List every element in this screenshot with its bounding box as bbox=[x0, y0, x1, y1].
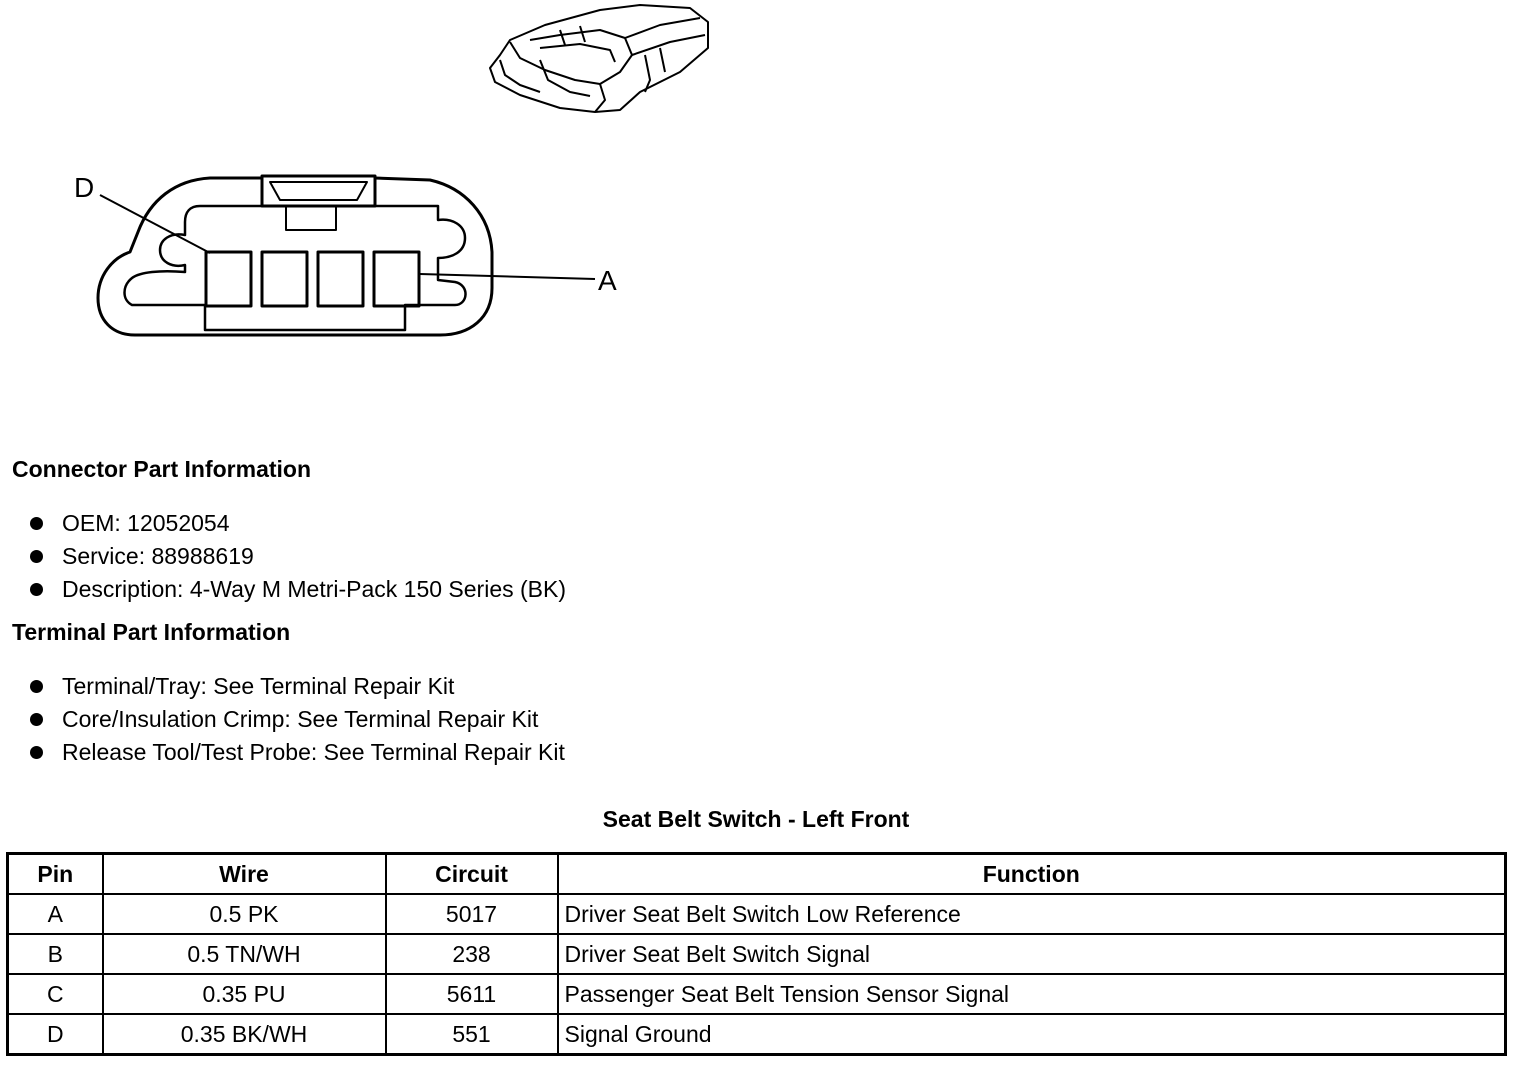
table-row: D 0.35 BK/WH 551 Signal Ground bbox=[6, 1013, 1507, 1056]
list-item: Description: 4-Way M Metri-Pack 150 Seri… bbox=[30, 573, 566, 606]
circuit-cell: 238 bbox=[384, 933, 559, 975]
table-row: B 0.5 TN/WH 238 Driver Seat Belt Switch … bbox=[6, 933, 1507, 975]
column-header-wire: Wire bbox=[101, 852, 387, 895]
pin-cell: A bbox=[6, 893, 104, 935]
pin-cell: C bbox=[6, 973, 104, 1015]
list-item: Core/Insulation Crimp: See Terminal Repa… bbox=[30, 703, 565, 736]
bullet-icon bbox=[30, 713, 43, 726]
function-cell: Driver Seat Belt Switch Signal bbox=[556, 933, 1507, 975]
bullet-icon bbox=[30, 746, 43, 759]
function-cell: Signal Ground bbox=[556, 1013, 1507, 1056]
connector-part-info-heading: Connector Part Information bbox=[12, 456, 312, 482]
table-title: Seat Belt Switch - Left Front bbox=[602, 806, 910, 832]
pin-cell: D bbox=[6, 1013, 104, 1056]
list-item: OEM: 12052054 bbox=[30, 507, 566, 540]
function-cell: Driver Seat Belt Switch Low Reference bbox=[556, 893, 1507, 935]
list-item: Service: 88988619 bbox=[30, 540, 566, 573]
terminal-part-info-heading: Terminal Part Information bbox=[12, 619, 291, 645]
wire-cell: 0.35 BK/WH bbox=[101, 1013, 387, 1056]
column-header-pin: Pin bbox=[6, 852, 104, 895]
circuit-cell: 551 bbox=[384, 1013, 559, 1056]
column-header-circuit: Circuit bbox=[384, 852, 559, 895]
bullet-icon bbox=[30, 583, 43, 596]
list-item: Release Tool/Test Probe: See Terminal Re… bbox=[30, 736, 565, 769]
wire-cell: 0.35 PU bbox=[101, 973, 387, 1015]
table-header-row: Pin Wire Circuit Function bbox=[6, 852, 1507, 895]
list-item: Terminal/Tray: See Terminal Repair Kit bbox=[30, 670, 565, 703]
connector-3d-view bbox=[489, 4, 709, 113]
column-header-function: Function bbox=[556, 852, 1507, 895]
pin-cell: B bbox=[6, 933, 104, 975]
pin-d-callout: D bbox=[74, 172, 94, 203]
terminal-part-info-list: Terminal/Tray: See Terminal Repair Kit C… bbox=[30, 670, 565, 769]
connector-face-view bbox=[96, 174, 596, 337]
function-cell: Passenger Seat Belt Tension Sensor Signa… bbox=[556, 973, 1507, 1015]
circuit-cell: 5017 bbox=[384, 893, 559, 935]
pinout-table: Pin Wire Circuit Function A 0.5 PK 5017 … bbox=[6, 852, 1507, 1056]
pin-a-callout: A bbox=[598, 265, 617, 296]
table-row: A 0.5 PK 5017 Driver Seat Belt Switch Lo… bbox=[6, 893, 1507, 935]
bullet-icon bbox=[30, 680, 43, 693]
circuit-cell: 5611 bbox=[384, 973, 559, 1015]
bullet-icon bbox=[30, 550, 43, 563]
wire-cell: 0.5 PK bbox=[101, 893, 387, 935]
bullet-icon bbox=[30, 517, 43, 530]
wire-cell: 0.5 TN/WH bbox=[101, 933, 387, 975]
connector-part-info-list: OEM: 12052054 Service: 88988619 Descript… bbox=[30, 507, 566, 606]
table-row: C 0.35 PU 5611 Passenger Seat Belt Tensi… bbox=[6, 973, 1507, 1015]
connector-diagram: D A bbox=[74, 4, 709, 337]
